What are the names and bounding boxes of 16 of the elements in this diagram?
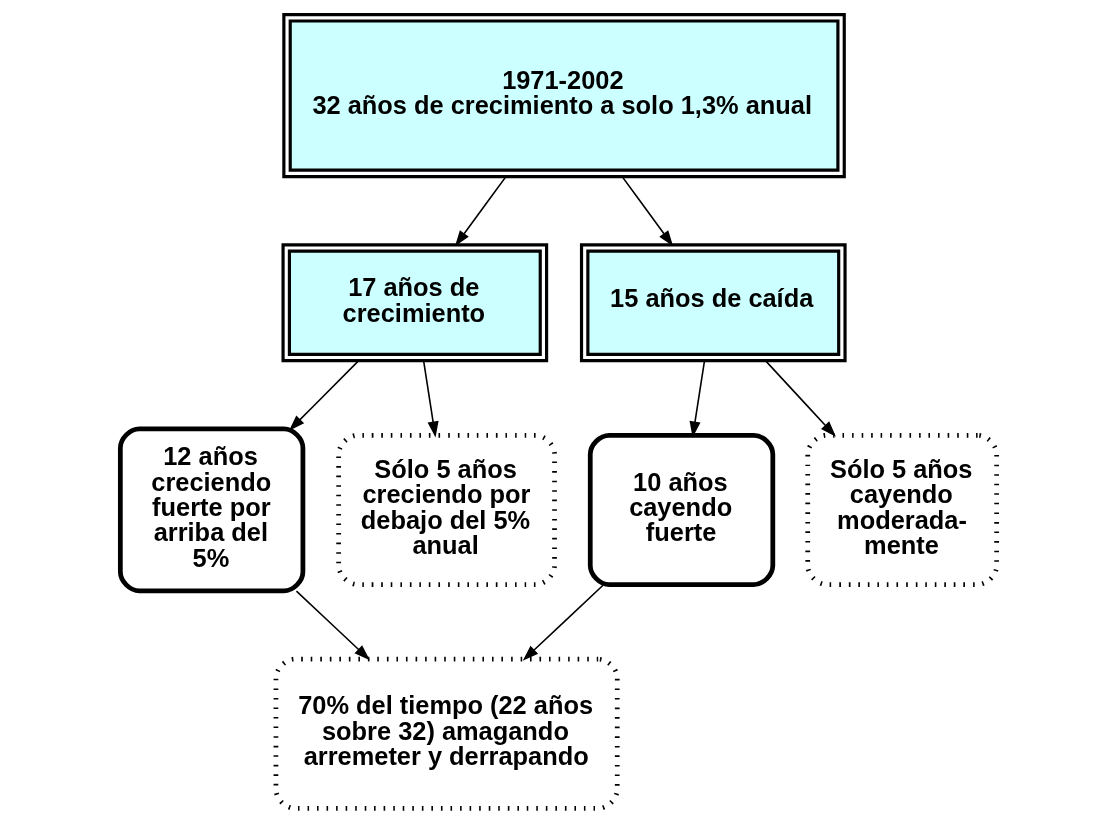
node-box: 70% del tiempo (22 años sobre 32) amagando arremeter y derrapando — [273, 656, 620, 811]
arrow — [289, 360, 359, 431]
node-box: 10 años cayendo fuerte — [587, 432, 776, 587]
arrow — [422, 360, 439, 438]
arrow — [621, 175, 674, 247]
node-box: 17 años de crecimiento — [281, 243, 549, 363]
arrow — [765, 360, 836, 437]
node-box: 1971-2002 32 años de crecimiento a solo 1,3% anual — [282, 13, 846, 179]
arrow — [455, 175, 507, 247]
arrow — [295, 590, 370, 661]
node-box: 12 años creciendo fuerte por arriba del 5% — [117, 426, 306, 594]
node-box: Sólo 5 años creciendo por debajo del 5% anual — [336, 432, 557, 587]
node-box: 15 años de caída — [579, 243, 847, 363]
arrow — [689, 360, 706, 438]
node-box: Sólo 5 años cayendo moderada- mente — [805, 432, 1000, 587]
arrow — [522, 584, 605, 661]
